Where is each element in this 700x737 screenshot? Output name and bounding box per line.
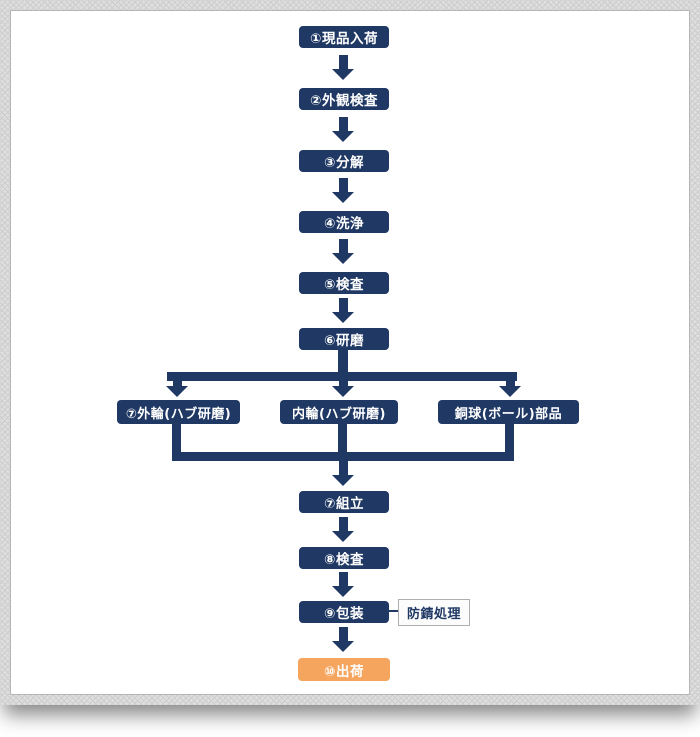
branch-box-inner-ring: 内輪(ハブ研磨) [280, 400, 398, 424]
card-frame [10, 10, 690, 695]
step-box-assembly: ⑦組立 [299, 491, 389, 513]
step-box-cleaning: ④洗浄 [299, 211, 389, 233]
flow-arrow-down [332, 298, 354, 323]
flow-arrow-down [332, 55, 354, 80]
split-stem-line [338, 349, 348, 373]
merge-drop-right [505, 424, 514, 458]
step-box-inspection: ⑤検査 [299, 272, 389, 294]
step-box-incoming: ①現品入荷 [299, 26, 389, 48]
branch-box-ball-parts: 銅球(ボール)部品 [438, 400, 579, 424]
flow-arrow-down [332, 239, 354, 264]
step-box-packaging: ⑨包装 [299, 601, 389, 623]
split-arrow-right [499, 381, 521, 397]
step-box-final-inspection: ⑧検査 [299, 547, 389, 569]
step-box-polishing: ⑥研磨 [299, 328, 389, 350]
rust-prevention-note: 防錆処理 [398, 599, 470, 626]
flow-arrow-down [332, 517, 354, 542]
branch-box-outer-ring: ⑦外輪(ハブ研磨) [117, 400, 240, 424]
step-box-visual-inspection: ②外観検査 [299, 88, 389, 110]
flowchart: ①現品入荷 ②外観検査 ③分解 ④洗浄 ⑤検査 ⑥研磨 ⑦外輪(ハブ研磨) 内輪… [117, 26, 579, 681]
flow-arrow-down [332, 117, 354, 142]
note-connector-line [389, 610, 399, 612]
split-arrow-center [332, 381, 354, 397]
merge-drop-left [172, 424, 181, 458]
final-box-shipment: ⑩出荷 [298, 658, 390, 681]
diagram-card [10, 10, 690, 695]
merge-drop-center [338, 424, 347, 454]
merge-horizontal-bar [172, 452, 514, 461]
flow-arrow-down [332, 627, 354, 652]
flow-arrow-down [332, 178, 354, 203]
step-box-disassembly: ③分解 [299, 150, 389, 172]
flow-arrow-down [332, 572, 354, 597]
merge-arrow-down [332, 461, 354, 486]
split-arrow-left [166, 381, 188, 397]
split-horizontal-bar [167, 372, 517, 381]
